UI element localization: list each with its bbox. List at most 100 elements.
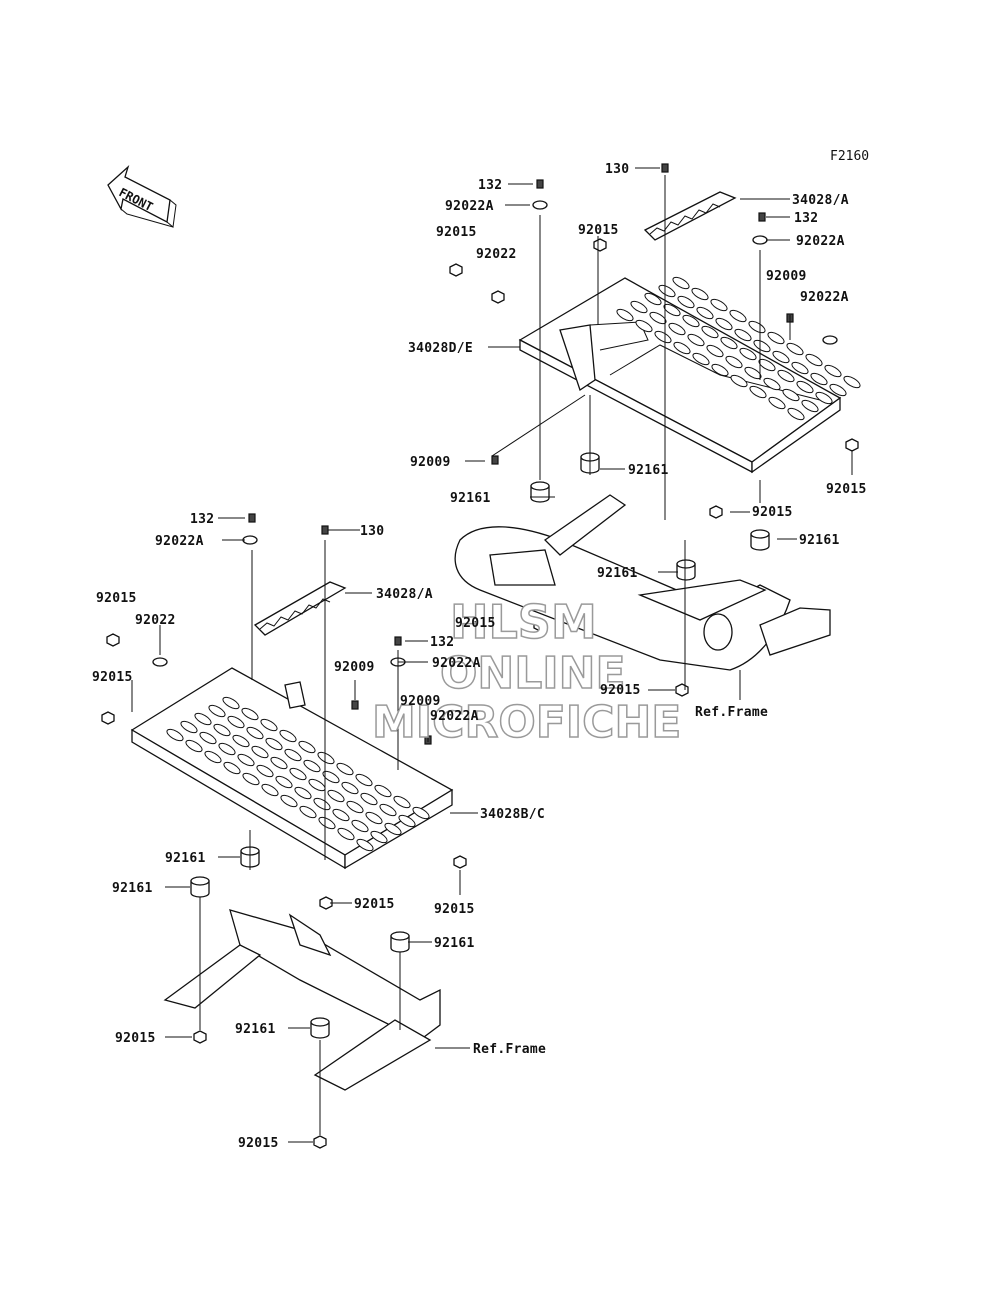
bolt-icon (758, 212, 766, 222)
callout: 132 (190, 512, 214, 527)
callout: 92022A (430, 709, 479, 724)
front-frame (163, 909, 441, 1091)
carrier-slot (251, 745, 269, 759)
carrier-slot (412, 806, 430, 820)
rubber-mount-top (190, 876, 210, 886)
callout: 92022 (476, 247, 517, 262)
carrier-slot (260, 718, 278, 732)
rubber-mount-top (750, 529, 770, 539)
carrier-slot (336, 762, 354, 776)
callout: 92022A (800, 290, 849, 305)
carrier-slot (280, 794, 298, 808)
leader-lines (131, 167, 853, 1143)
carrier-slot (649, 311, 667, 325)
carrier-slot (227, 715, 245, 729)
nut-icon (845, 438, 859, 452)
carrier-slot (299, 805, 317, 819)
bolt-icon (394, 636, 402, 646)
callout: 92015 (436, 225, 477, 240)
carrier-slot (393, 795, 411, 809)
carrier-slot (810, 372, 828, 386)
callout: 34028/A (792, 193, 849, 208)
callout: 92161 (235, 1022, 276, 1037)
callout: 92015 (826, 482, 867, 497)
carrier-slot (360, 792, 378, 806)
callout: 92009 (766, 269, 807, 284)
carrier-slot (346, 800, 364, 814)
carrier-slot (246, 726, 264, 740)
carrier-slot (734, 328, 752, 342)
callout: 132 (478, 178, 502, 193)
callout: 92015 (354, 897, 395, 912)
callout: 92022A (796, 234, 845, 249)
carrier-slot (317, 751, 335, 765)
carrier-slot (801, 399, 819, 413)
carrier-slot (729, 309, 747, 323)
rubber-mount-top (530, 481, 550, 491)
washer-icon (152, 657, 168, 667)
carrier-slot (715, 317, 733, 331)
front-carrier (130, 667, 454, 870)
callout: 92022 (135, 613, 176, 628)
callout: 92022A (155, 534, 204, 549)
callout: 132 (794, 211, 818, 226)
carrier-slot (241, 707, 259, 721)
carrier-slot (829, 383, 847, 397)
callout: 130 (605, 162, 629, 177)
callout: Ref.Frame (473, 1042, 546, 1057)
bolt-icon (248, 513, 256, 523)
bolt-icon (536, 179, 544, 189)
carrier-slot (815, 391, 833, 405)
carrier-slot (782, 388, 800, 402)
callout: 92161 (799, 533, 840, 548)
callout: 92015 (115, 1031, 156, 1046)
callout: 92015 (434, 902, 475, 917)
nut-icon (313, 1135, 327, 1149)
carrier-slot (772, 350, 790, 364)
nut-icon (491, 290, 505, 304)
carrier-slot (298, 740, 316, 754)
callout: 92009 (334, 660, 375, 675)
carrier-slot (384, 822, 402, 836)
nut-icon (533, 618, 547, 632)
carrier-slot (313, 797, 331, 811)
rubber-mount-top (676, 559, 696, 569)
carrier-slot (356, 838, 374, 852)
nut-icon (593, 238, 607, 252)
carrier-slot (379, 803, 397, 817)
carrier-slot (166, 728, 184, 742)
carrier-slot (256, 764, 274, 778)
carrier-slot (725, 355, 743, 369)
carrier-slot (644, 292, 662, 306)
carrier-slot (237, 753, 255, 767)
bolt-icon (321, 525, 329, 535)
carrier-slot (658, 284, 676, 298)
carrier-slot (672, 276, 690, 290)
carrier-slot (824, 364, 842, 378)
callout: 92161 (165, 851, 206, 866)
carrier-slot (696, 306, 714, 320)
carrier-slot (232, 734, 250, 748)
carrier-slot (374, 784, 392, 798)
callout: 92161 (434, 936, 475, 951)
nut-icon (453, 855, 467, 869)
carrier-slot (673, 341, 691, 355)
carrier-slot (222, 696, 240, 710)
carrier-slot (692, 352, 710, 366)
carrier-slot (768, 396, 786, 410)
callout: 92161 (450, 491, 491, 506)
carrier-slot (805, 353, 823, 367)
carrier-slot (204, 750, 222, 764)
callout: 92015 (752, 505, 793, 520)
figure-code: F2160 (830, 149, 869, 164)
carrier-slot (635, 319, 653, 333)
carrier-slot (758, 358, 776, 372)
carrier-slot (180, 720, 198, 734)
carrier-slot (787, 407, 805, 421)
nut-icon (449, 263, 463, 277)
watermark-line-3: MICROFICHE (372, 697, 681, 748)
callout: 92022A (432, 656, 481, 671)
carrier-slot (701, 325, 719, 339)
